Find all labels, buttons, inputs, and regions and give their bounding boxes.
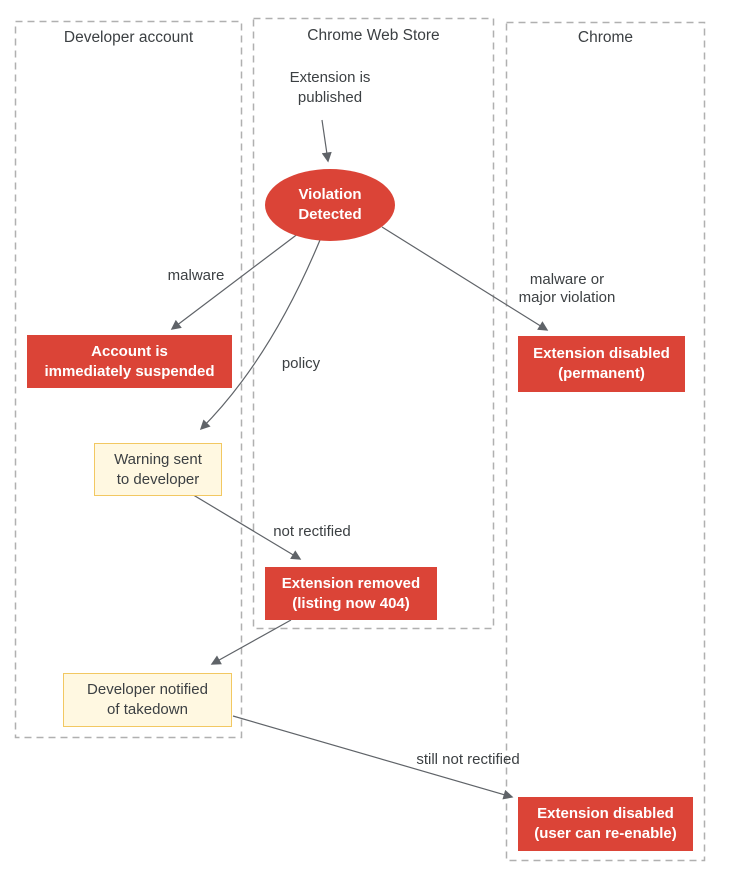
lane-title-chrome: Chrome bbox=[577, 29, 634, 46]
edge-label-malware-or-major-violation: malware or major violation bbox=[518, 271, 616, 306]
node-extension-removed: Extension removed (listing now 404) bbox=[265, 567, 437, 620]
lane-chrome bbox=[505, 21, 706, 862]
edge-warning-to-extension-removed bbox=[189, 492, 302, 560]
node-account-suspended: Account is immediately suspended bbox=[27, 335, 232, 388]
edge-published-to-violation bbox=[321, 119, 332, 163]
node-extension-published: Extension is published bbox=[289, 69, 371, 106]
edge-notified-to-disabled-reenable bbox=[232, 715, 514, 800]
node-extension-disabled-permanent: Extension disabled (permanent) bbox=[518, 336, 685, 392]
edge-violation-to-warning-sent bbox=[199, 239, 321, 431]
node-warning-sent: Warning sent to developer bbox=[94, 443, 222, 496]
edge-label-malware: malware bbox=[167, 267, 225, 284]
node-violation-detected: Violation Detected bbox=[265, 169, 395, 241]
edge-label-not-rectified: not rectified bbox=[273, 523, 351, 540]
lane-chrome-web-store bbox=[252, 17, 495, 630]
node-extension-disabled-reenable: Extension disabled (user can re-enable) bbox=[518, 797, 693, 851]
lane-title-chrome-web-store: Chrome Web Store bbox=[307, 27, 440, 44]
edge-violation-to-disabled-permanent bbox=[381, 226, 549, 331]
node-developer-notified: Developer notified of takedown bbox=[63, 673, 232, 727]
edge-removed-to-developer-notified bbox=[210, 619, 292, 665]
lane-title-developer-account: Developer account bbox=[63, 29, 194, 46]
lane-developer-account bbox=[14, 20, 243, 739]
edge-label-policy: policy bbox=[281, 355, 321, 372]
edge-label-still-not-rectified: still not rectified bbox=[416, 751, 520, 768]
edge-violation-to-account-suspended bbox=[170, 232, 300, 330]
